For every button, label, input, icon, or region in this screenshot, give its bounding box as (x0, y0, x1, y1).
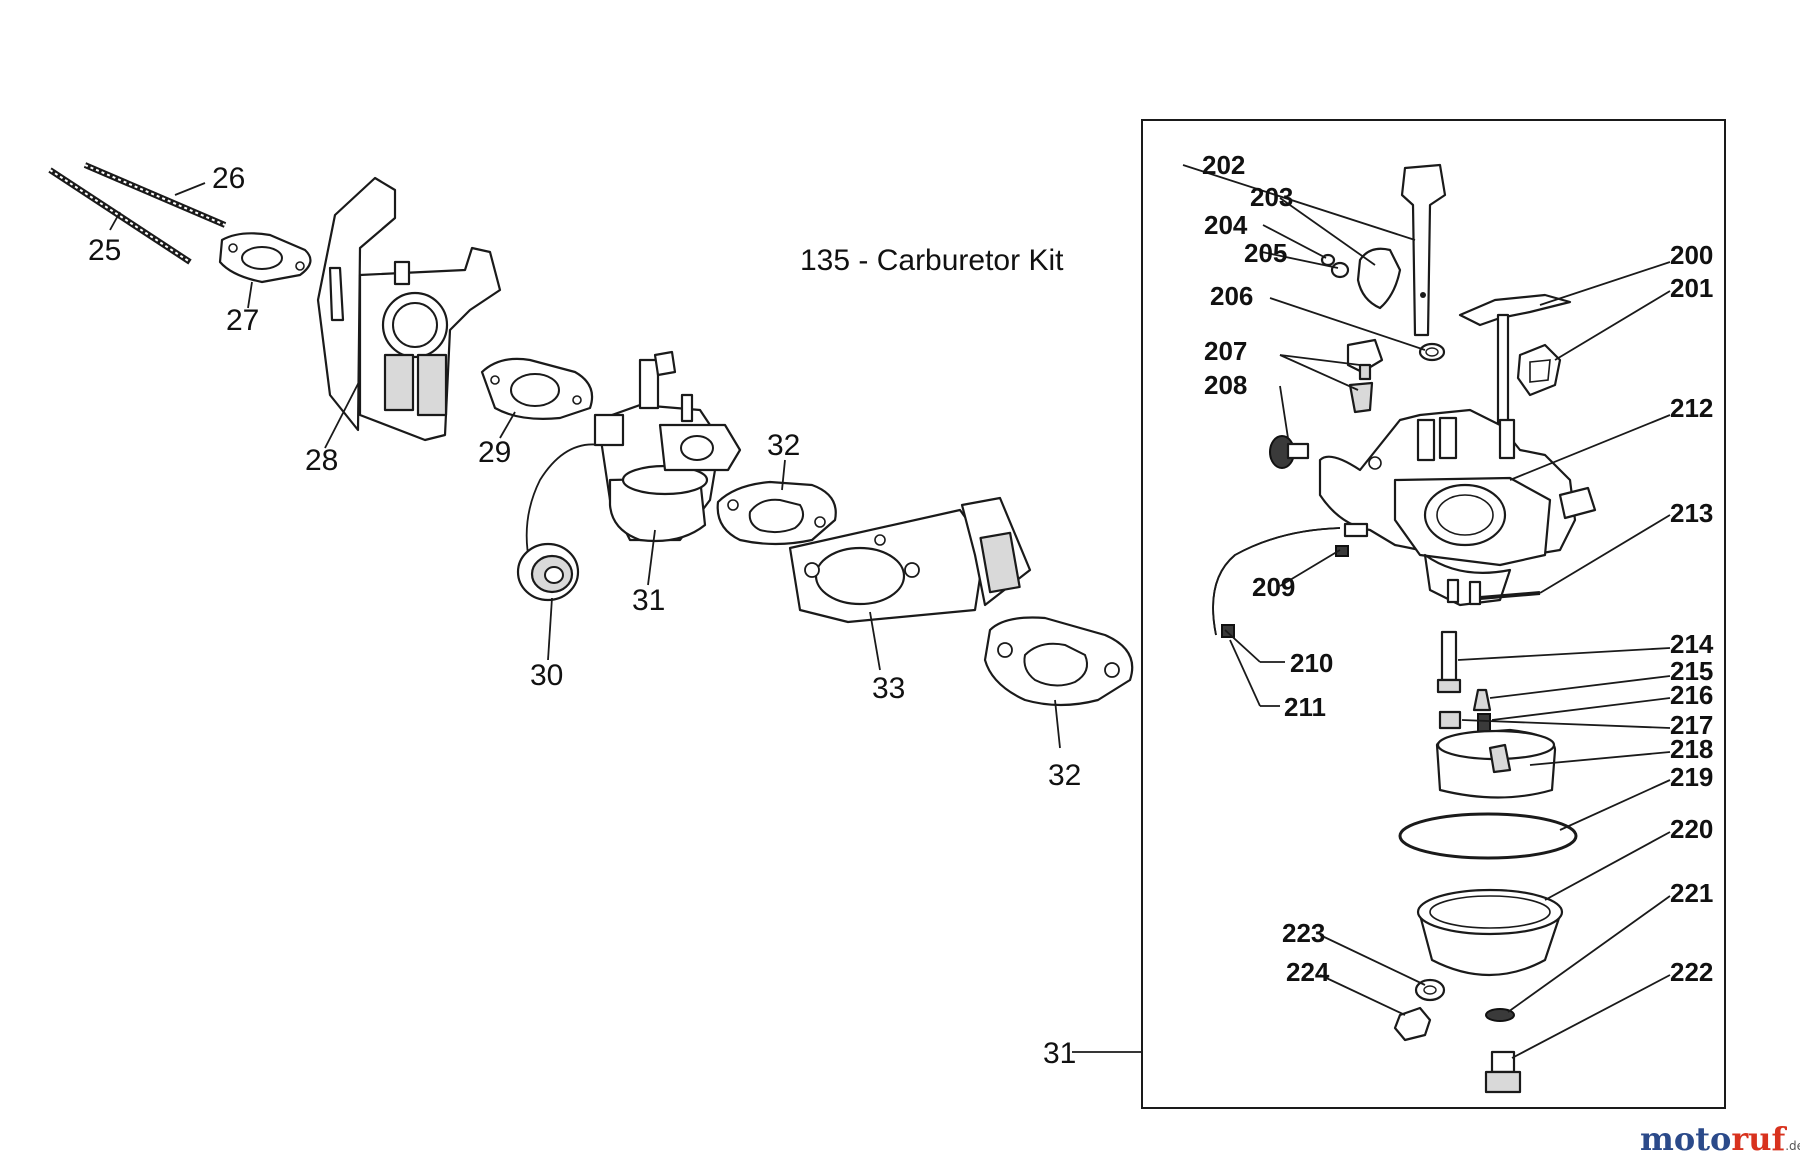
label-27: 27 (226, 304, 259, 337)
label-203: 203 (1250, 182, 1293, 212)
label-33: 33 (872, 672, 905, 705)
label-216: 216 (1670, 680, 1713, 710)
watermark-suffix: .de (1785, 1139, 1800, 1153)
label-30: 30 (530, 659, 563, 692)
leader-27 (247, 281, 253, 309)
label-31-kit: 31 (1043, 1037, 1076, 1070)
label-223: 223 (1282, 918, 1325, 948)
leader-31-left (647, 529, 656, 586)
kit-frame (1141, 119, 1726, 1109)
part-203-choke-plate (1356, 247, 1402, 310)
part-32-gasket-upper (716, 480, 837, 546)
part-210-fuel-line (1212, 527, 1341, 636)
label-213: 213 (1670, 498, 1713, 528)
part-205-washer (1330, 261, 1350, 279)
part-214-needle (1436, 630, 1462, 694)
label-201: 201 (1670, 273, 1713, 303)
part-220-float-bowl (1416, 888, 1564, 977)
label-209: 209 (1252, 572, 1295, 602)
label-217: 217 (1670, 710, 1713, 740)
label-202: 202 (1202, 150, 1245, 180)
watermark-brand-a: moto (1640, 1120, 1731, 1158)
part-202-choke-shaft (1400, 163, 1447, 337)
label-222: 222 (1670, 957, 1713, 987)
part-207-jet (1348, 381, 1374, 414)
part-201-throttle-plate (1516, 343, 1562, 397)
leader-32-lower (1054, 699, 1061, 749)
leader-25 (109, 211, 121, 231)
part-208-knob (1269, 435, 1310, 469)
part-27-gasket (218, 232, 312, 284)
leader-30 (547, 597, 553, 661)
part-200-throttle-lever (1458, 293, 1572, 425)
part-219-gasket-ring (1398, 812, 1578, 860)
part-29-gasket (480, 357, 594, 420)
label-206: 206 (1210, 281, 1253, 311)
part-216-spring (1477, 713, 1491, 733)
part-32-gasket-lower (983, 616, 1134, 707)
label-220: 220 (1670, 814, 1713, 844)
part-30-primer-bulb (516, 443, 601, 602)
part-26-stud (83, 162, 227, 228)
label-32-lower: 32 (1048, 759, 1081, 792)
label-26: 26 (212, 162, 245, 195)
part-31-carburetor (593, 350, 742, 543)
label-28: 28 (305, 444, 338, 477)
part-224-drain-screw (1393, 1006, 1432, 1042)
label-211: 211 (1284, 692, 1326, 722)
kit-leaders (1182, 164, 1671, 1059)
label-208: 208 (1204, 370, 1247, 400)
label-215: 215 (1670, 656, 1713, 686)
label-207: 207 (1204, 336, 1247, 366)
part-222-bolt (1484, 1050, 1522, 1094)
part-211-clamp (1221, 624, 1235, 638)
part-206-oring (1418, 342, 1446, 362)
svg-text:motoruf.de: motoruf.de (1640, 1120, 1800, 1158)
part-215-float-valve (1472, 688, 1492, 712)
label-200: 200 (1670, 240, 1713, 270)
watermark-logo: motoruf.de (1640, 1120, 1800, 1158)
label-31-left: 31 (632, 584, 665, 617)
watermark-brand-b: ruf (1731, 1120, 1787, 1158)
part-25-stud (48, 167, 192, 265)
part-209-clamp (1335, 522, 1369, 557)
leader-28 (324, 379, 361, 449)
label-210: 210 (1290, 648, 1333, 678)
label-219: 219 (1670, 762, 1713, 792)
leader-32-upper (781, 459, 786, 491)
label-204: 204 (1204, 210, 1248, 240)
leader-33 (869, 611, 881, 671)
label-25: 25 (88, 234, 121, 267)
leader-26 (174, 182, 206, 196)
leader-29 (499, 411, 516, 439)
part-217-jet (1438, 710, 1462, 730)
label-205: 205 (1244, 238, 1287, 268)
label-214: 214 (1670, 629, 1714, 659)
part-213-pin (1479, 591, 1541, 600)
label-218: 218 (1670, 734, 1713, 764)
label-212: 212 (1670, 393, 1713, 423)
diagram-title: 135 - Carburetor Kit (800, 244, 1064, 277)
label-224: 224 (1286, 957, 1330, 987)
part-218-float (1435, 728, 1557, 799)
label-29: 29 (478, 436, 511, 469)
part-221-washer (1485, 1008, 1515, 1022)
part-207-idle-screw (1346, 338, 1384, 381)
part-33-heat-shield (788, 496, 1032, 624)
label-221: 221 (1670, 878, 1713, 908)
part-28-insulator-bracket (316, 176, 502, 442)
part-212-carburetor-body (1318, 408, 1597, 607)
label-32-upper: 32 (767, 429, 800, 462)
